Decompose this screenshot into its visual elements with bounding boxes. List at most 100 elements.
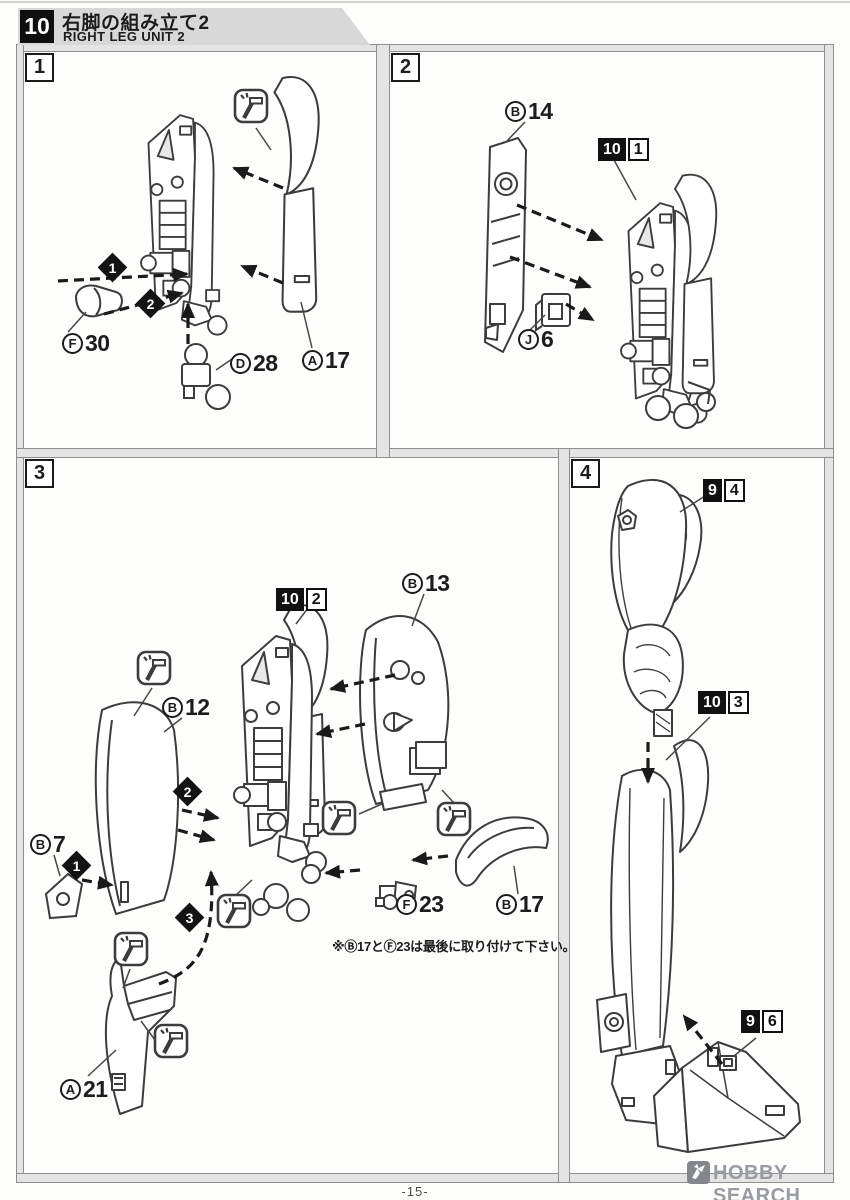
panel-4-number: 4 <box>571 459 600 488</box>
part-letter-circle: F <box>396 894 417 915</box>
part-number: 17 <box>325 347 350 373</box>
badge-substep: 6 <box>761 1010 783 1033</box>
panel-3-diagram <box>44 593 549 1115</box>
part-number: 28 <box>253 350 278 376</box>
part-letter-circle: B <box>402 573 423 594</box>
part-letter-circle: B <box>162 697 183 718</box>
part-label-b14: B 14 <box>505 98 553 125</box>
part-number: 12 <box>185 694 210 720</box>
grid-band-top <box>16 44 834 52</box>
part-label-f30: F 30 <box>62 330 110 357</box>
grid-band-left <box>16 44 24 1183</box>
part-letter-circle: J <box>518 329 539 350</box>
part-number: 6 <box>541 326 554 352</box>
grid-band-rowgap <box>16 448 834 458</box>
part-b12-drawing <box>94 701 180 915</box>
part-letter-circle: A <box>60 1079 81 1100</box>
order-marker: 2 <box>172 776 203 807</box>
leader-lines <box>53 593 519 1077</box>
part-label-b12: B 12 <box>162 694 210 721</box>
order-marker: 2 <box>135 288 166 319</box>
shin-cover-part-a17 <box>273 76 320 313</box>
part-label-a17: A 17 <box>302 347 350 374</box>
part-number: 23 <box>419 891 444 917</box>
page-title-jp: 右脚の組み立て2 <box>62 13 210 34</box>
part-letter-circle: B <box>30 834 51 855</box>
part-label-d28: D 28 <box>230 350 278 377</box>
assembly-badge-10-2: 10 2 <box>276 588 327 611</box>
cement-icon <box>233 88 269 124</box>
grid-band-right <box>824 44 834 1183</box>
part-letter-circle: A <box>302 350 323 371</box>
badge-step: 10 <box>276 588 304 611</box>
part-number: 17 <box>519 891 544 917</box>
grid-band-bottom <box>16 1173 834 1183</box>
cement-icon <box>136 650 172 686</box>
part-a21-drawing <box>104 957 177 1115</box>
part-letter-circle: B <box>505 101 526 122</box>
part-number: 30 <box>85 330 110 356</box>
part-label-b17: B 17 <box>496 891 544 918</box>
grid-band-colgap-top <box>376 44 390 458</box>
part-letter-circle: B <box>496 894 517 915</box>
assembly-note: ※Ⓑ17とⒻ23は最後に取り付けて下さい。 <box>332 939 576 954</box>
thigh-assembly-drawing <box>610 478 703 737</box>
panel-3-number: 3 <box>25 459 54 488</box>
part-label-f23: F 23 <box>396 891 444 918</box>
order-marker: 3 <box>174 902 205 933</box>
watermark-text: HOBBY SEARCH <box>713 1162 801 1200</box>
part-letter-circle: D <box>230 353 251 374</box>
panel-1-diagram <box>57 76 320 410</box>
cement-icon <box>216 893 252 929</box>
cement-icon <box>436 801 472 837</box>
order-marker: 1 <box>61 850 92 881</box>
header-band <box>18 8 370 45</box>
part-b13-drawing <box>359 615 450 811</box>
part-letter-circle: F <box>62 333 83 354</box>
assembly-arrows <box>509 203 604 322</box>
leg-assembly-drawing <box>620 173 718 429</box>
assembly-arrows <box>81 673 449 986</box>
step-number-box: 10 <box>20 10 54 43</box>
order-marker-number: 1 <box>108 259 117 276</box>
page-title-en: RIGHT LEG UNIT 2 <box>63 29 185 44</box>
assembly-badge-9-6: 9 6 <box>741 1010 783 1033</box>
cement-icon <box>113 931 149 967</box>
part-number: 14 <box>528 98 553 124</box>
leader-lines <box>665 495 757 1057</box>
badge-substep: 4 <box>723 479 745 502</box>
page-top-edge <box>0 1 850 3</box>
part-label-j6: J 6 <box>518 326 554 353</box>
part-label-b7: B 7 <box>30 831 66 858</box>
part-number: 21 <box>83 1076 108 1102</box>
panel-1-number: 1 <box>25 53 54 82</box>
grid-band-colgap-bottom <box>558 448 570 1183</box>
cement-icon <box>153 1023 189 1059</box>
order-marker-number: 2 <box>146 295 155 312</box>
part-d28-drawing <box>181 343 231 410</box>
hobby-search-logo <box>687 1161 710 1184</box>
part-number: 13 <box>425 570 450 596</box>
part-number: 7 <box>53 831 66 857</box>
badge-step: 10 <box>598 138 626 161</box>
panel-2-diagram <box>484 121 718 429</box>
part-b14-drawing <box>484 137 527 353</box>
order-marker-number: 2 <box>183 783 192 800</box>
part-label-a21: A 21 <box>60 1076 108 1103</box>
part-b17-drawing <box>455 816 549 887</box>
part-j6-drawing <box>535 293 571 332</box>
part-f30-drawing <box>74 284 123 318</box>
part-b7-drawing <box>44 872 84 920</box>
badge-step: 9 <box>741 1010 760 1033</box>
leader-lines <box>67 127 313 371</box>
leader-lines <box>505 121 637 331</box>
order-marker: 1 <box>97 252 128 283</box>
panel-4-diagram <box>596 478 801 1153</box>
panel-2-number: 2 <box>391 53 420 82</box>
assembly-badge-9-4: 9 4 <box>703 479 745 502</box>
assembly-badge-10-3: 10 3 <box>698 691 749 714</box>
badge-step: 10 <box>698 691 726 714</box>
badge-substep: 1 <box>627 138 649 161</box>
part-label-b13: B 13 <box>402 570 450 597</box>
